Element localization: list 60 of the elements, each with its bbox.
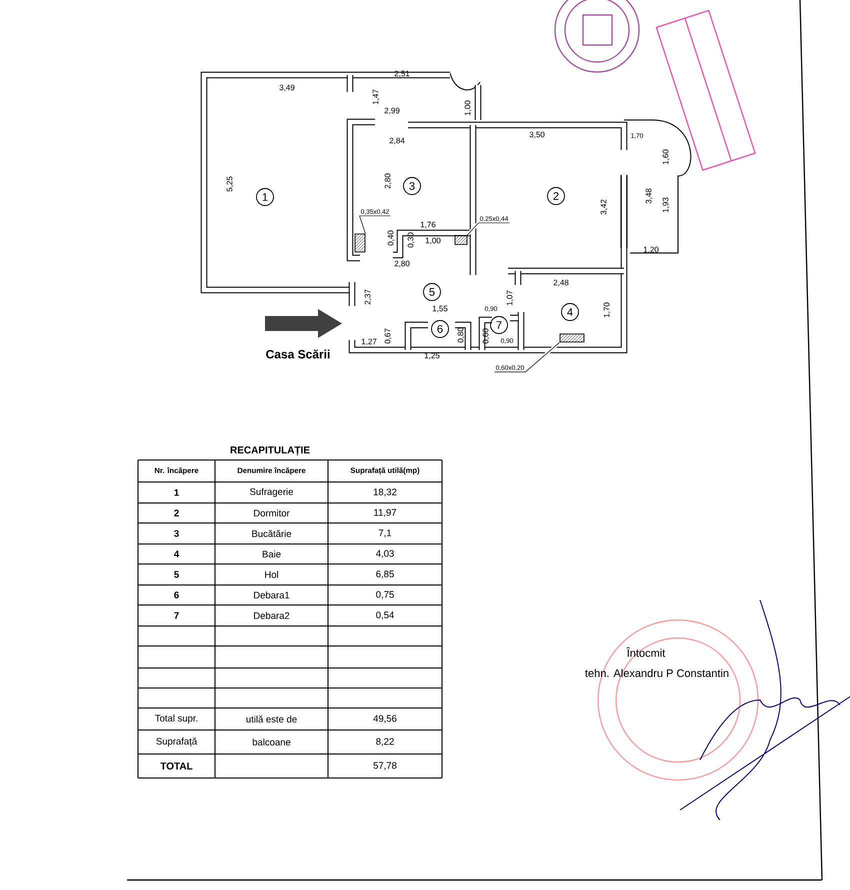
author-text: Întocmit	[626, 647, 666, 657]
table-cell: 0,54	[376, 612, 394, 620]
table-cell: Debara1	[254, 592, 290, 598]
dimension-label: 2,80	[394, 260, 410, 268]
table-cell: 6,85	[376, 570, 394, 578]
stair-label: Casa Scării	[266, 350, 330, 358]
dimension-label: 0,40	[388, 230, 394, 246]
table-cell: Dormitor	[254, 510, 290, 516]
table-cell: Total supr.	[155, 714, 198, 724]
author-text: tehn. Alexandru P Constantin	[585, 668, 728, 678]
table-cell: 18,32	[374, 488, 396, 496]
dimension-label: 1,20	[644, 246, 658, 254]
dimension-label: 2,51	[394, 70, 410, 78]
dimension-label: 1,76	[420, 222, 436, 228]
dimension-label: 1,55	[432, 306, 448, 312]
table-cell: Suprafață	[156, 738, 198, 746]
table-cell: 49,56	[373, 715, 396, 723]
table-cell: 6	[174, 592, 179, 598]
dimension-label: 1,70	[604, 302, 610, 318]
table-cell: utilă este de	[246, 715, 297, 723]
dimension-label: 3,49	[280, 84, 294, 92]
dimension-label: 1,47	[372, 90, 380, 104]
table-cell: 5	[174, 571, 179, 578]
table-cell: Baie	[262, 550, 281, 558]
table-cell: 2	[174, 510, 179, 516]
leader-line	[494, 342, 560, 374]
dimension-label: 3,42	[600, 200, 608, 214]
dimension-label: 3,50	[530, 132, 544, 138]
table-cell: 8,22	[376, 738, 394, 746]
table-title: RECAPITULAȚIE	[230, 446, 310, 456]
table-cell: 7	[174, 612, 179, 619]
leader-line	[359, 216, 391, 234]
dimension-label: 0,67	[384, 328, 392, 344]
table-cell: Debara2	[254, 612, 290, 619]
table-cell: 4,03	[376, 550, 394, 558]
table-cell: Bucătărie	[252, 530, 292, 538]
dimension-label: 1,27	[362, 338, 376, 346]
table-cell: Sufragerie	[250, 488, 293, 497]
table-cell: 11,97	[374, 509, 396, 517]
dimension-label: 2,84	[390, 138, 405, 144]
table-cell: 4	[174, 550, 180, 558]
leader-line	[467, 221, 510, 236]
table-cell: 3	[174, 530, 179, 537]
dimension-label: 1,60	[662, 150, 670, 164]
table-cell: Hol	[265, 571, 278, 578]
dimension-label: 2,99	[384, 108, 400, 114]
hatched-block	[454, 235, 468, 245]
dimension-label: 2,37	[364, 290, 372, 304]
table-cell: 57,78	[374, 762, 396, 770]
table-cell: 7,1	[378, 530, 392, 538]
table-cell: balcoane	[252, 738, 290, 746]
dimension-label: 1,07	[506, 290, 514, 306]
table-cell: 1	[174, 489, 179, 496]
dimension-label: 1,93	[662, 198, 670, 212]
hatched-block	[354, 234, 366, 252]
dimension-label: 1,00	[464, 100, 472, 116]
hatched-block	[560, 334, 584, 342]
dimension-label: 3,48	[646, 188, 652, 204]
table-cell: TOTAL	[160, 762, 192, 770]
table-cell: 0,75	[376, 591, 394, 599]
